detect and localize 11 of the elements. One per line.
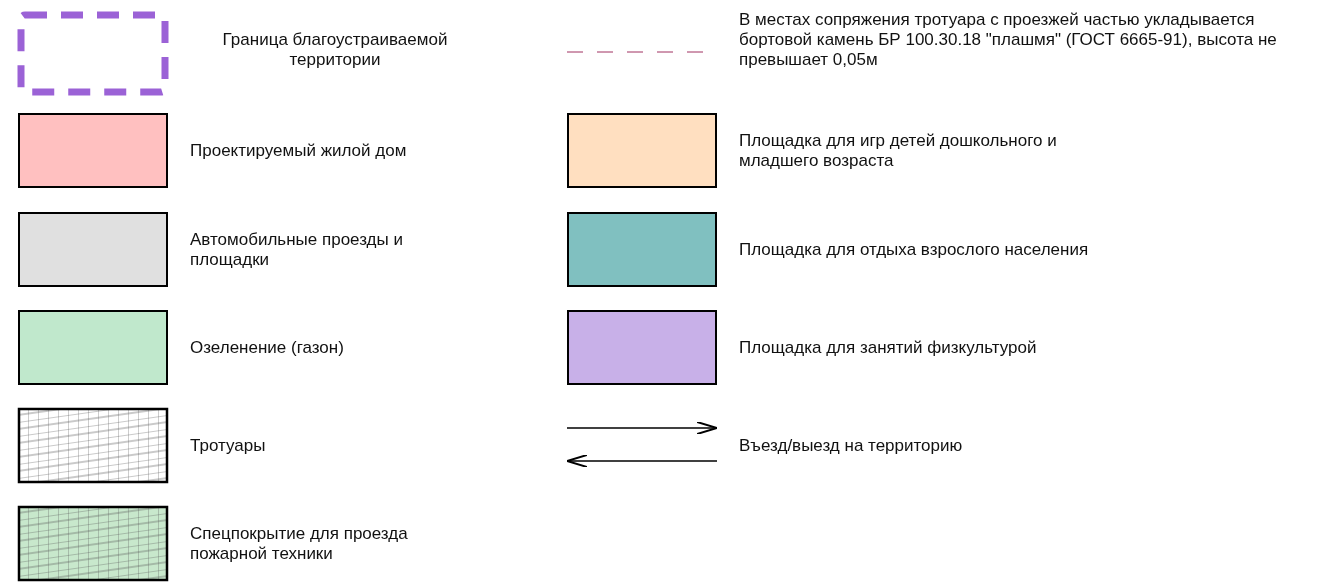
legend-label: Тротуары xyxy=(190,435,267,456)
legend-label: Площадка для отдыха взрослого населения xyxy=(739,239,1090,260)
legend-label: Площадка для занятий физкультурой xyxy=(739,337,1038,358)
legend-label: Граница благоустраиваемой территории xyxy=(221,29,449,70)
legend-label: Проектируемый жилой дом xyxy=(190,140,408,161)
legend-label: Озеленение (газон) xyxy=(190,337,345,358)
legend-label: Автомобильные проезды и площадки xyxy=(190,229,404,270)
legend-label: В местах сопряжения тротуара с проезжей частью укладывается бортовой камень БР 100.30.18 "плашмя" (ГОСТ 6665-91), высота не превышает 0,05м xyxy=(739,9,1278,70)
legend-label: Площадка для игр детей дошкольного и младшего возраста xyxy=(739,130,1058,171)
legend-label: Спецпокрытие для проезда пожарной техники xyxy=(190,523,409,564)
legend-label: Въезд/выезд на территорию xyxy=(739,435,964,456)
